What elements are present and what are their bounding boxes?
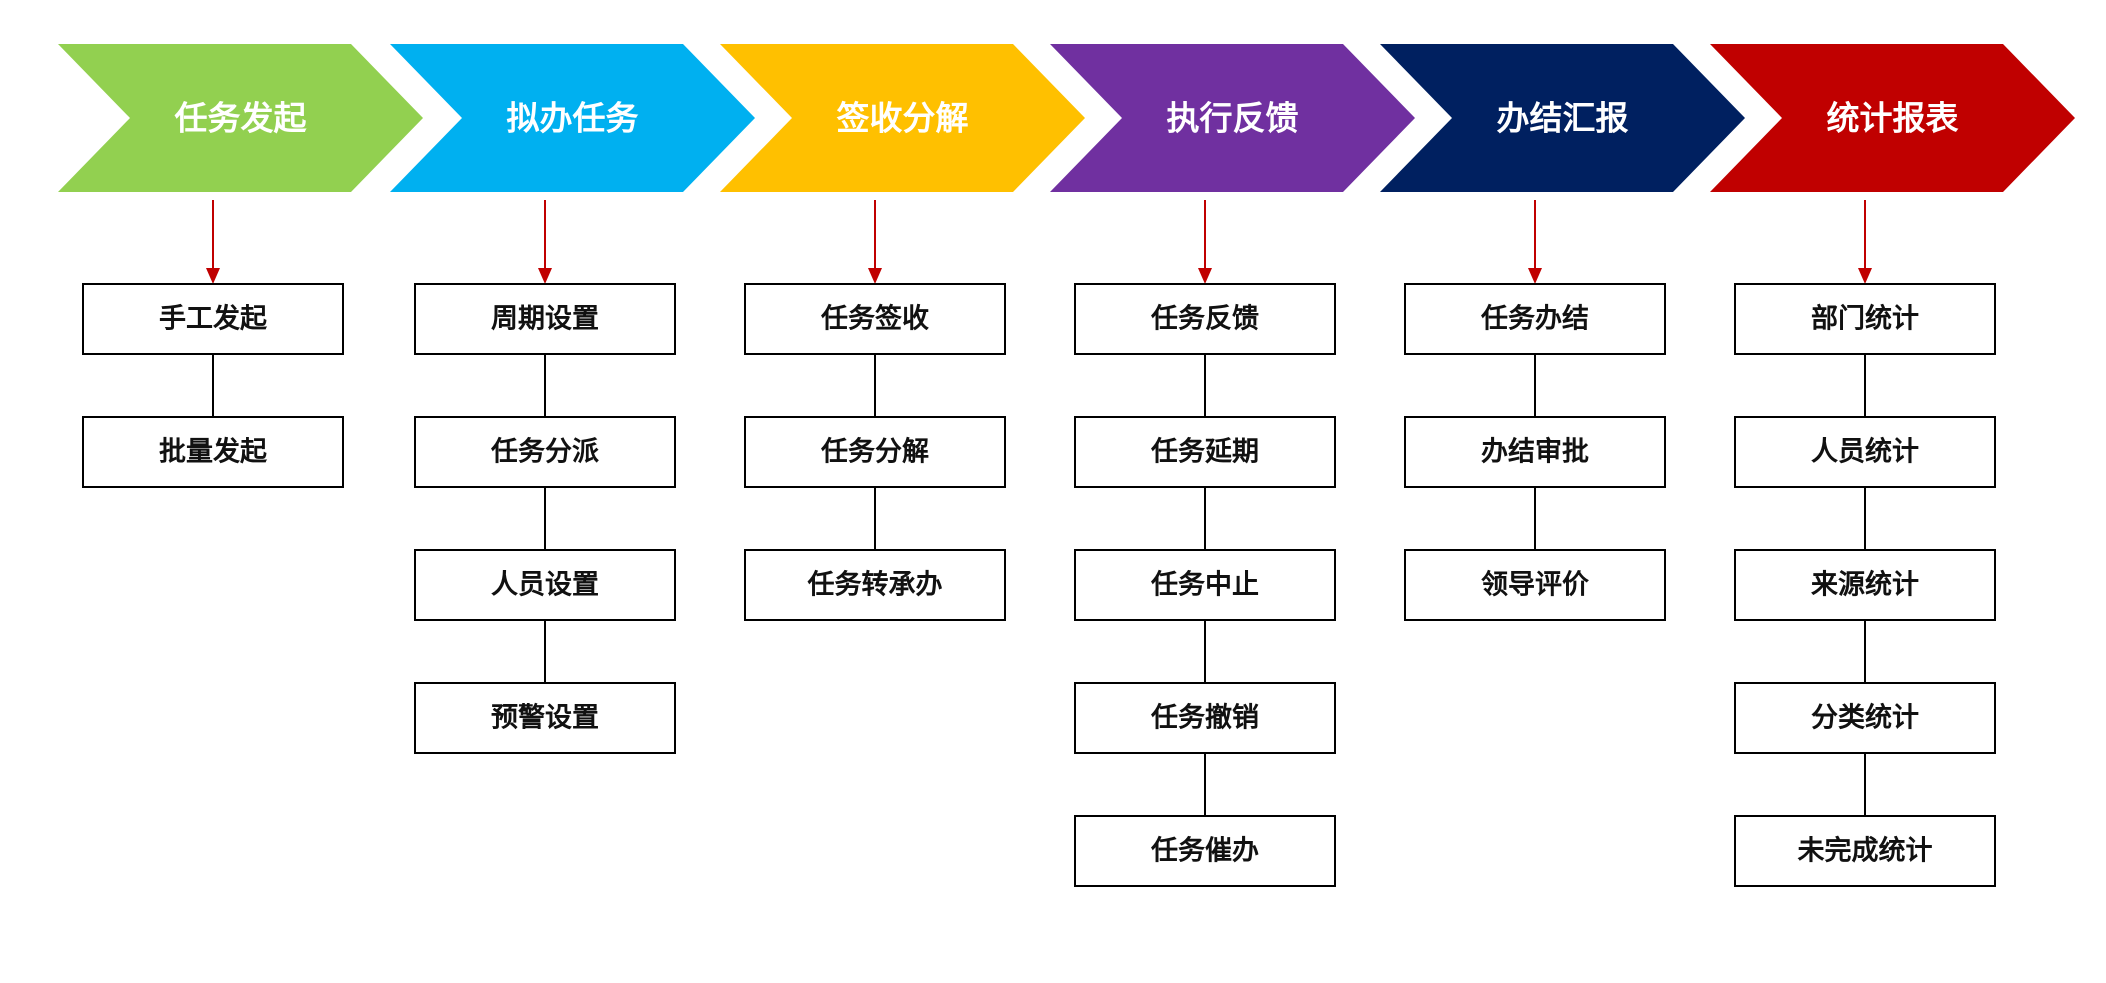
stage-1: 任务发起 手工发起 批量发起: [58, 44, 423, 488]
stage-1-title: 任务发起: [175, 99, 308, 138]
stage-3: 签收分解 任务签收 任务分解 任务转承办: [720, 44, 1085, 621]
stage-3-item-1-box: [744, 283, 1006, 355]
stage-5-title: 办结汇报: [1497, 99, 1629, 138]
stage-4-item-4-box: [1074, 682, 1336, 754]
stage-4-item-3: 任务中止: [1074, 549, 1336, 621]
stage-6-item-5-label: 未完成统计: [1798, 835, 1933, 867]
stage-4-chevron: [1050, 44, 1415, 192]
stage-4-item-1-box: [1074, 283, 1336, 355]
stage-2-title: 拟办任务: [507, 99, 639, 138]
stage-4: 执行反馈 任务反馈 任务延期 任务中止 任务撤销 任务催办: [1050, 44, 1415, 887]
stage-4-item-4: 任务撤销: [1074, 682, 1336, 754]
stage-6-item-5-box: [1734, 815, 1996, 887]
stage-1-item-2-label: 批量发起: [159, 436, 268, 468]
stage-5-down-arrow-head: [1528, 268, 1542, 284]
stage-4-item-2-label: 任务延期: [1150, 437, 1259, 468]
stage-5-item-1: 任务办结: [1404, 283, 1666, 355]
stage-5-item-2: 办结审批: [1404, 416, 1666, 488]
stage-6-item-2: 人员统计: [1734, 416, 1996, 488]
stage-1-item-1-box: [82, 283, 344, 355]
stage-2-item-1-label: 周期设置: [491, 304, 599, 335]
stage-6-item-1-box: [1734, 283, 1996, 355]
stage-6-item-3-box: [1734, 549, 1996, 621]
stage-6-item-5: 未完成统计: [1734, 815, 1996, 887]
stage-6-item-4-box: [1734, 682, 1996, 754]
stage-2-item-2: 任务分派: [414, 416, 676, 488]
stage-5-item-3: 领导评价: [1404, 549, 1666, 621]
stage-4-item-3-label: 任务中止: [1150, 570, 1259, 601]
stage-6-item-3: 来源统计: [1734, 549, 1996, 621]
stage-1-item-1-label: 手工发起: [159, 303, 268, 335]
stage-6-chevron: [1710, 44, 2075, 192]
stage-2-chevron: [390, 44, 755, 192]
stage-5-item-3-box: [1404, 549, 1666, 621]
stage-3-down-arrow-head: [868, 268, 882, 284]
stage-6-item-1: 部门统计: [1734, 283, 1996, 355]
stage-2-item-1-box: [414, 283, 676, 355]
stage-3-item-3: 任务转承办: [744, 549, 1006, 621]
stage-3-item-1: 任务签收: [744, 283, 1006, 355]
stage-2: 拟办任务 周期设置 任务分派 人员设置 预警设置: [390, 44, 755, 754]
stage-5-item-2-label: 办结审批: [1481, 436, 1589, 468]
stage-2-item-3-label: 人员设置: [491, 570, 599, 601]
stage-3-chevron: [720, 44, 1085, 192]
stage-3-item-3-label: 任务转承办: [807, 570, 943, 601]
stage-4-item-2: 任务延期: [1074, 416, 1336, 488]
stage-6-title: 统计报表: [1827, 99, 1959, 138]
stage-6-item-4: 分类统计: [1734, 682, 1996, 754]
stage-4-item-3-box: [1074, 549, 1336, 621]
stage-2-item-3-box: [414, 549, 676, 621]
stage-2-item-4: 预警设置: [414, 682, 676, 754]
stage-3-title: 签收分解: [837, 99, 969, 138]
stage-5-item-1-label: 任务办结: [1480, 304, 1589, 335]
stage-5-chevron: [1380, 44, 1745, 192]
stage-3-item-2-label: 任务分解: [820, 437, 929, 468]
stage-3-item-2-box: [744, 416, 1006, 488]
stage-2-item-4-box: [414, 682, 676, 754]
stage-3-item-3-box: [744, 549, 1006, 621]
stage-1-chevron: [58, 44, 423, 192]
stage-6: 统计报表 部门统计 人员统计 来源统计 分类统计 未完成统计: [1710, 44, 2075, 887]
stage-2-item-2-label: 任务分派: [490, 437, 599, 468]
stage-4-item-5: 任务催办: [1074, 815, 1336, 887]
stage-5-item-3-label: 领导评价: [1481, 570, 1590, 601]
stage-4-item-4-label: 任务撤销: [1150, 702, 1259, 734]
stage-4-down-arrow-head: [1198, 268, 1212, 284]
stage-5-item-1-box: [1404, 283, 1666, 355]
stage-1-down-arrow-head: [206, 268, 220, 284]
stage-1-item-1: 手工发起: [82, 283, 344, 355]
stage-3-item-1-label: 任务签收: [820, 303, 929, 335]
stage-4-item-2-box: [1074, 416, 1336, 488]
stage-1-item-2-box: [82, 416, 344, 488]
stage-2-item-1: 周期设置: [414, 283, 676, 355]
stage-6-item-2-label: 人员统计: [1811, 436, 1919, 468]
stage-3-item-2: 任务分解: [744, 416, 1006, 488]
stage-4-title: 执行反馈: [1167, 99, 1299, 138]
stage-6-item-4-label: 分类统计: [1811, 702, 1919, 734]
stage-2-down-arrow-head: [538, 268, 552, 284]
stage-2-item-3: 人员设置: [414, 549, 676, 621]
stage-6-item-2-box: [1734, 416, 1996, 488]
stage-4-item-1: 任务反馈: [1074, 283, 1336, 355]
stage-4-item-5-label: 任务催办: [1150, 836, 1259, 867]
stage-1-item-2: 批量发起: [82, 416, 344, 488]
stage-4-item-1-label: 任务反馈: [1150, 304, 1259, 335]
stage-6-item-1-label: 部门统计: [1811, 303, 1919, 335]
stage-6-down-arrow-head: [1858, 268, 1872, 284]
stage-4-item-5-box: [1074, 815, 1336, 887]
stage-6-item-3-label: 来源统计: [1811, 569, 1919, 601]
stage-2-item-4-label: 预警设置: [491, 703, 599, 734]
stage-5: 办结汇报 任务办结 办结审批 领导评价: [1380, 44, 1745, 621]
